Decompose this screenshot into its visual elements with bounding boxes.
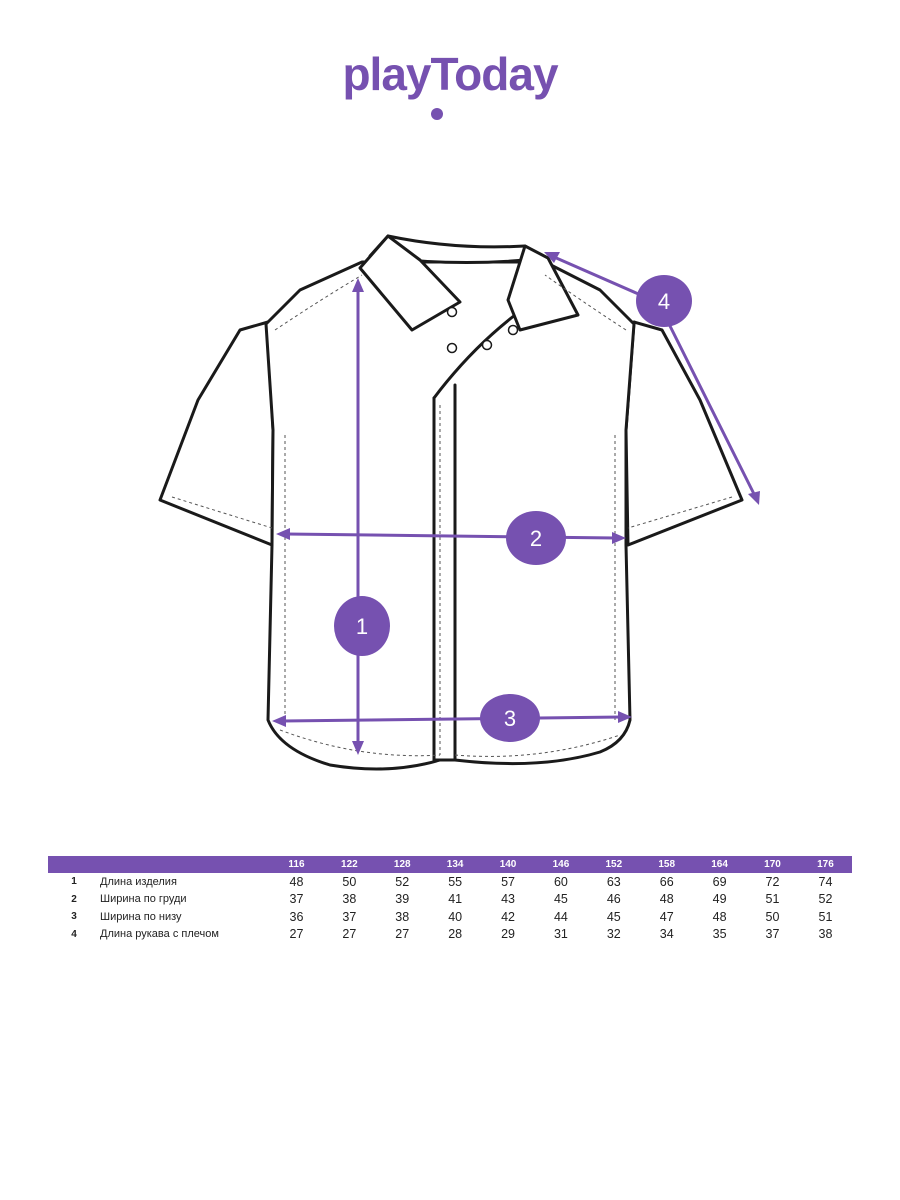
row-label: Длина рукава с плечом [100, 928, 219, 941]
row-value: 55 [448, 874, 463, 889]
row-value: 39 [395, 892, 410, 907]
size-header: 176 [798, 856, 852, 873]
row-value: 27 [289, 927, 304, 942]
left-sleeve [158, 320, 275, 547]
collar-left [358, 234, 462, 332]
row-value: 72 [765, 874, 780, 889]
size-header: 170 [746, 856, 799, 873]
row-value: 41 [448, 892, 463, 907]
size-header: 128 [375, 856, 429, 873]
size-header: 146 [534, 856, 588, 873]
table-row: 3 Ширина по низу 36 37 38 40 42 44 45 47… [48, 908, 852, 926]
row-value: 48 [289, 874, 304, 889]
row-value: 27 [395, 927, 410, 942]
row-value: 74 [818, 874, 833, 889]
row-value: 49 [712, 892, 727, 907]
size-header: 152 [587, 856, 641, 873]
marker-4: 4 [636, 275, 692, 327]
table-row: 2 Ширина по груди 37 38 39 41 43 45 46 4… [48, 891, 852, 909]
svg-text:1: 1 [356, 614, 368, 639]
collar-right [506, 244, 580, 332]
row-value: 63 [606, 874, 621, 889]
row-value: 52 [818, 892, 833, 907]
marker-3: 3 [480, 694, 540, 742]
table-row: 1 Длина изделия 48 50 52 55 57 60 63 66 … [48, 873, 852, 891]
size-header: 140 [481, 856, 535, 873]
brand-logo: playToday [342, 48, 560, 120]
size-header: 158 [640, 856, 694, 873]
row-value: 66 [659, 874, 674, 889]
svg-text:playToday: playToday [342, 48, 559, 100]
size-header: 116 [270, 856, 323, 873]
size-header: 134 [428, 856, 482, 873]
row-value: 34 [659, 927, 674, 942]
row-value: 47 [659, 909, 674, 924]
row-value: 52 [395, 874, 410, 889]
row-value: 50 [765, 909, 780, 924]
row-value: 38 [342, 892, 357, 907]
row-value: 40 [448, 909, 463, 924]
row-value: 38 [818, 927, 833, 942]
row-value: 45 [606, 909, 621, 924]
header-blank [100, 856, 271, 873]
row-label: Ширина по груди [100, 893, 187, 906]
svg-text:4: 4 [658, 289, 670, 314]
row-value: 27 [342, 927, 357, 942]
marker-2: 2 [506, 511, 566, 565]
row-value: 43 [501, 892, 515, 907]
placket [432, 383, 457, 762]
row-label: Длина изделия [100, 875, 177, 888]
row-value: 29 [501, 927, 515, 942]
row-value: 35 [712, 927, 727, 942]
row-label: Ширина по низу [100, 910, 182, 923]
row-value: 48 [659, 892, 674, 907]
row-value: 31 [553, 927, 568, 942]
row-value: 37 [342, 909, 357, 924]
row-value: 37 [289, 892, 304, 907]
row-value: 32 [606, 927, 621, 942]
row-value: 57 [501, 874, 515, 889]
svg-text:2: 2 [530, 526, 542, 551]
row-number: 3 [71, 911, 77, 923]
row-value: 48 [712, 909, 727, 924]
marker-1: 1 [334, 596, 390, 656]
row-value: 50 [342, 874, 357, 889]
row-number: 4 [71, 928, 77, 940]
row-number: 2 [71, 893, 77, 905]
row-value: 45 [553, 892, 568, 907]
size-chart: 116 122 128 134 140 146 152 158 164 170 … [48, 856, 852, 943]
row-value: 51 [765, 892, 780, 907]
row-value: 46 [606, 892, 621, 907]
row-value: 37 [765, 927, 780, 942]
row-value: 38 [395, 909, 410, 924]
row-value: 69 [712, 874, 727, 889]
svg-text:3: 3 [504, 706, 516, 731]
row-number: 1 [71, 876, 77, 888]
row-value: 60 [553, 874, 568, 889]
size-header: 122 [322, 856, 376, 873]
row-value: 51 [818, 909, 833, 924]
row-value: 36 [289, 909, 304, 924]
row-value: 28 [448, 927, 463, 942]
row-value: 44 [553, 909, 568, 924]
table-row: 4 Длина рукава с плечом 27 27 27 28 29 3… [48, 926, 852, 944]
size-header: 164 [693, 856, 747, 873]
row-value: 42 [501, 909, 515, 924]
shirt-body [264, 260, 636, 771]
size-header-row: 116 122 128 134 140 146 152 158 164 170 … [48, 856, 852, 873]
header-blank [48, 856, 100, 873]
